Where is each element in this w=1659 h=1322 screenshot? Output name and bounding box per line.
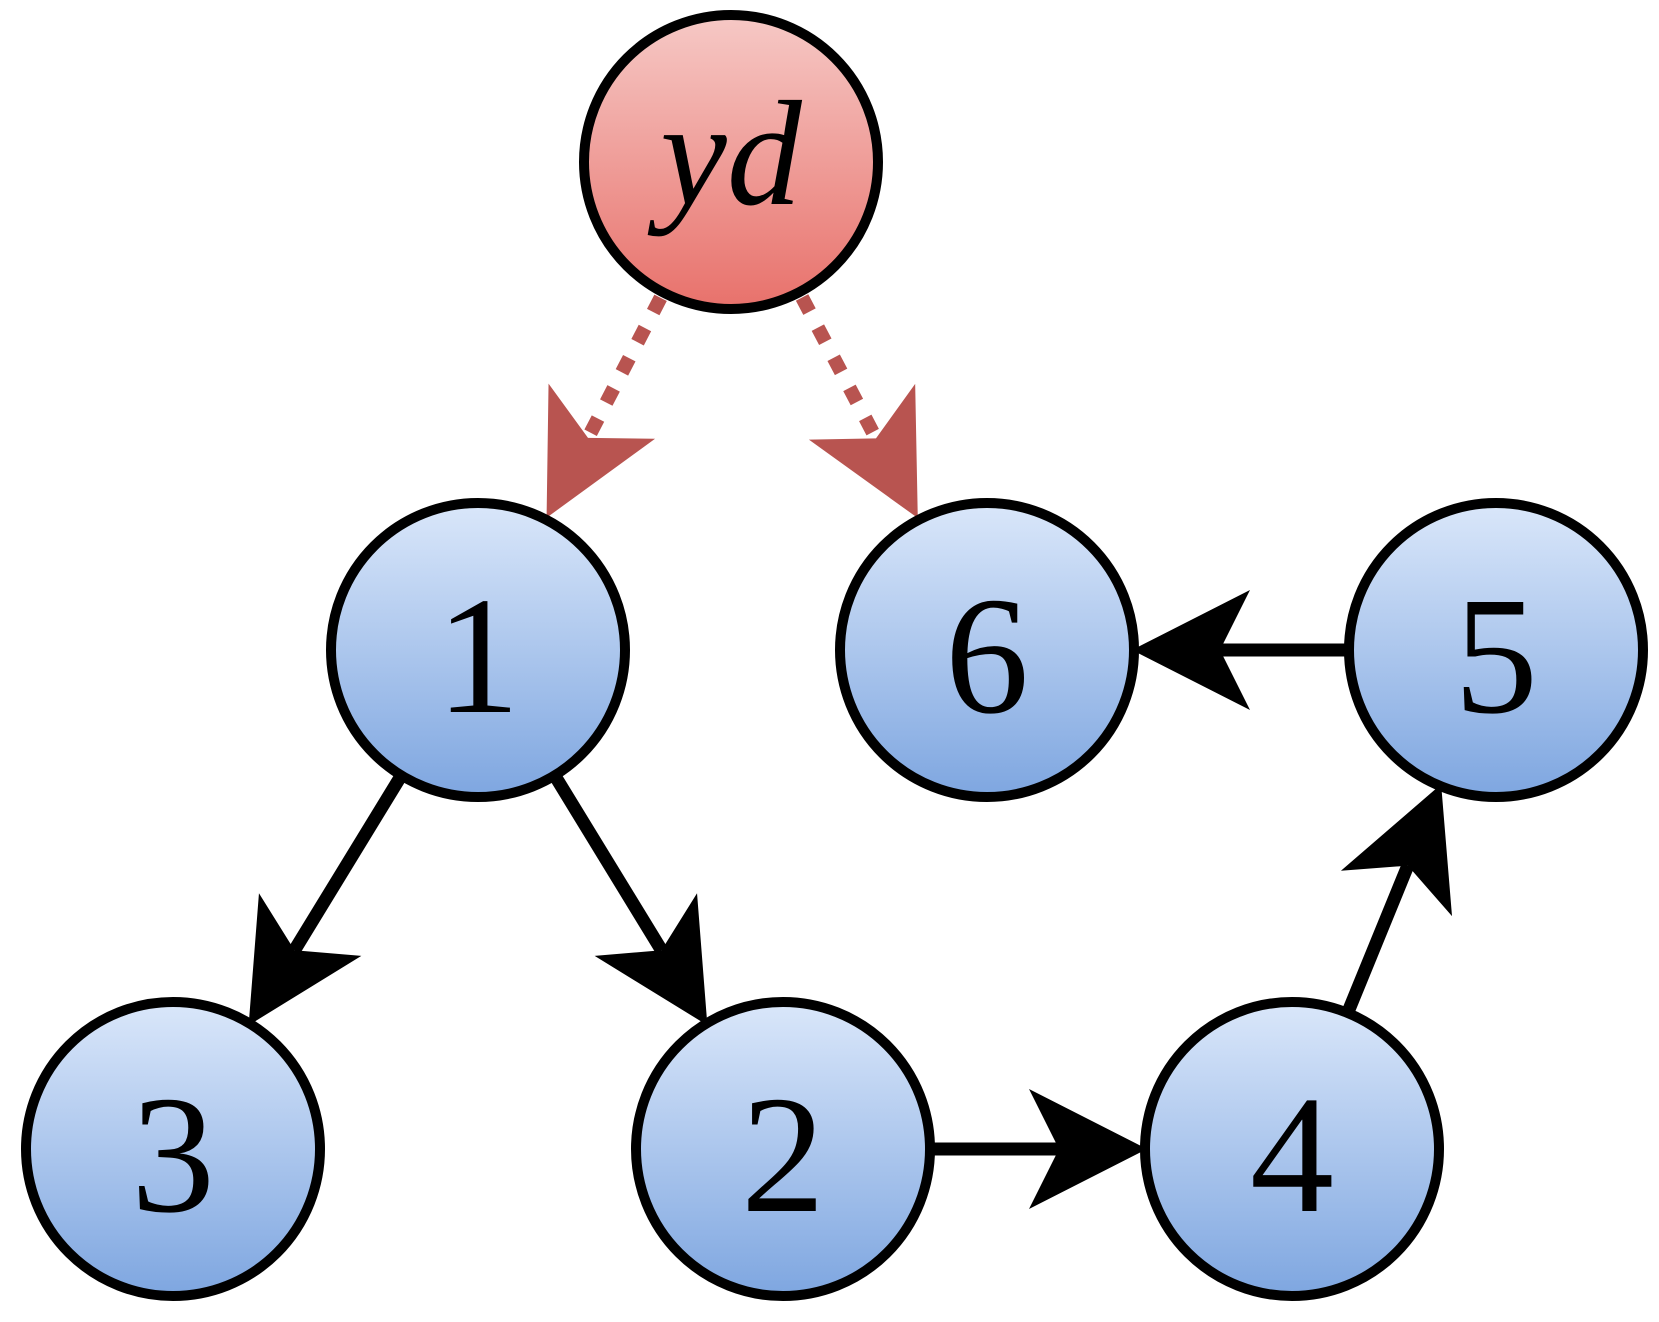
edge-shaft xyxy=(581,294,667,442)
edge-yd-to-1 xyxy=(546,294,667,518)
edge-shaft xyxy=(795,294,883,442)
arrowhead xyxy=(248,893,362,1026)
arrowhead xyxy=(1340,784,1453,917)
node-circle xyxy=(21,997,325,1301)
node-label: 3 xyxy=(131,1062,215,1248)
edge-yd-to-6 xyxy=(795,294,918,519)
edge-4-to-5 xyxy=(1340,784,1453,1020)
node-circle xyxy=(1344,498,1648,802)
node-circle xyxy=(1140,997,1444,1301)
node-circle xyxy=(631,997,935,1301)
nodes-layer: yd 1 6 5 3 2 4 xyxy=(21,10,1648,1301)
node-label: 5 xyxy=(1454,563,1538,749)
arrowhead xyxy=(546,383,656,518)
node-1: 1 xyxy=(326,498,630,802)
edge-5-to-6 xyxy=(1132,590,1353,710)
arrowhead xyxy=(808,383,918,519)
edge-shaft xyxy=(547,768,668,954)
node-circle xyxy=(835,498,1139,802)
edge-1-to-3 xyxy=(248,768,409,1026)
node-3: 3 xyxy=(21,997,325,1301)
arrowhead xyxy=(1132,590,1250,710)
node-label: 1 xyxy=(436,563,520,749)
node-2: 2 xyxy=(631,997,935,1301)
edge-2-to-4 xyxy=(926,1089,1147,1209)
node-6: 6 xyxy=(835,498,1139,802)
node-yd: yd xyxy=(579,10,883,314)
node-4: 4 xyxy=(1140,997,1444,1301)
edge-1-to-2 xyxy=(547,768,708,1026)
node-circle xyxy=(579,10,883,314)
node-label: 4 xyxy=(1250,1062,1334,1248)
edges-layer xyxy=(248,294,1453,1209)
node-label: 6 xyxy=(945,563,1029,749)
node-5: 5 xyxy=(1344,498,1648,802)
node-label: yd xyxy=(647,71,803,237)
arrowhead xyxy=(594,893,708,1026)
node-label: 2 xyxy=(741,1062,825,1248)
node-circle xyxy=(326,498,630,802)
arrowhead xyxy=(1029,1089,1147,1209)
edge-shaft xyxy=(288,768,409,954)
edge-shaft xyxy=(1340,863,1414,1020)
